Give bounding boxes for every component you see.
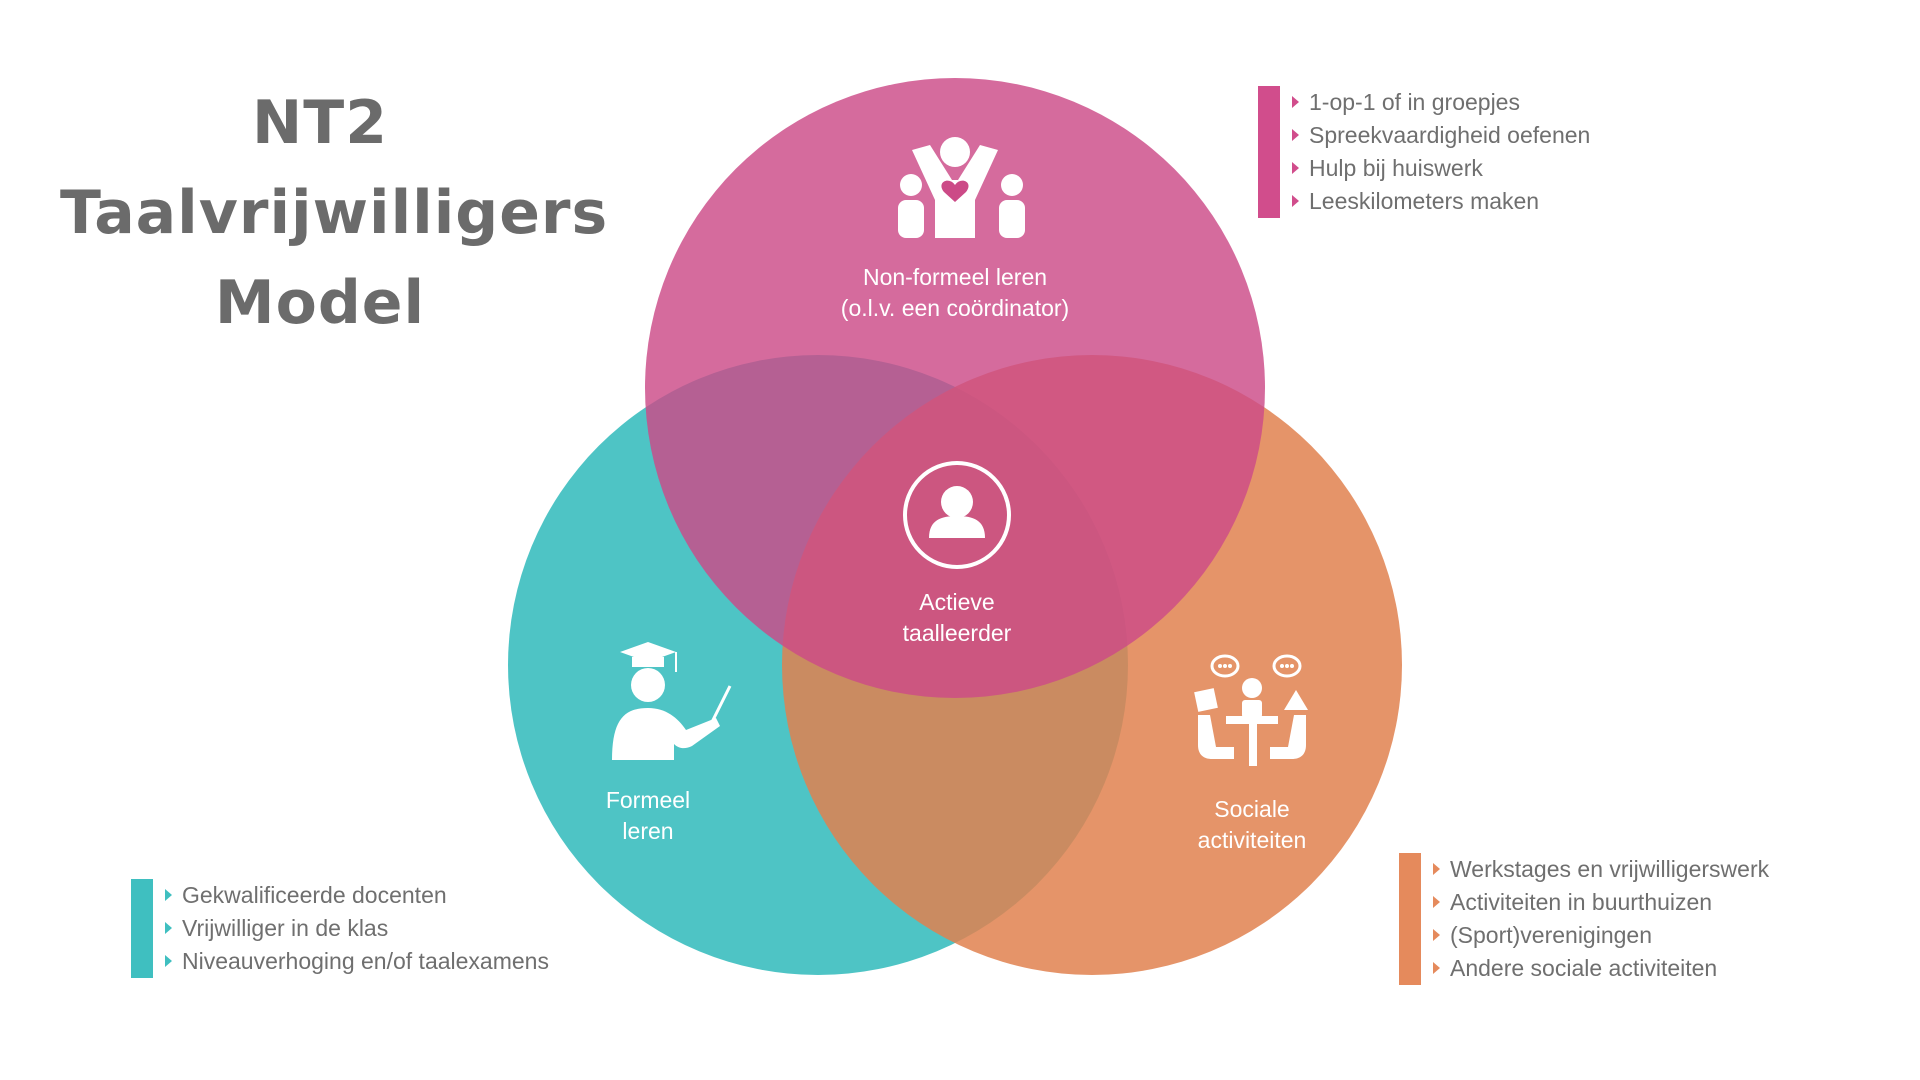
teacher-graduate-icon <box>612 642 732 760</box>
bullet-triangle-icon <box>1433 962 1440 974</box>
list-item: 1-op-1 of in groepjes <box>1292 86 1590 119</box>
list-sociaal: Werkstages en vrijwilligerswerk Activite… <box>1399 853 1769 985</box>
list-item: Werkstages en vrijwilligerswerk <box>1433 853 1769 886</box>
center-label-2: taalleerder <box>903 620 1012 646</box>
center-label-1: Actieve <box>919 589 994 615</box>
community-people-icon <box>898 137 1025 238</box>
left-circle-label-2: leren <box>622 818 673 844</box>
list-bar-pink <box>1258 86 1280 218</box>
left-circle-label-1: Formeel <box>606 787 690 813</box>
bullet-triangle-icon <box>1292 129 1299 141</box>
title-line-2: Taalvrijwilligers <box>60 178 609 248</box>
bullet-triangle-icon <box>165 922 172 934</box>
bullet-triangle-icon <box>1292 195 1299 207</box>
list-item: Niveauverhoging en/of taalexamens <box>165 945 549 978</box>
page-title: NT2 Taalvrijwilligers Model <box>60 78 609 348</box>
list-item: Leeskilometers maken <box>1292 185 1590 218</box>
bullet-triangle-icon <box>1292 96 1299 108</box>
bullet-triangle-icon <box>1433 929 1440 941</box>
right-circle-label-1: Sociale <box>1214 796 1289 822</box>
bullet-triangle-icon <box>1433 863 1440 875</box>
list-item: Hulp bij huiswerk <box>1292 152 1590 185</box>
list-item: Spreekvaardigheid oefenen <box>1292 119 1590 152</box>
person-avatar-icon <box>903 461 1011 569</box>
bullet-triangle-icon <box>165 889 172 901</box>
list-bar-orange <box>1399 853 1421 985</box>
list-item: Activiteiten in buurthuizen <box>1433 886 1769 919</box>
bullet-triangle-icon <box>1292 162 1299 174</box>
list-item: Vrijwilliger in de klas <box>165 912 549 945</box>
social-meeting-icon <box>1194 654 1308 766</box>
circle-non-formeel-leren <box>645 78 1265 698</box>
right-circle-label-2: activiteiten <box>1198 827 1307 853</box>
title-line-3: Model <box>214 268 426 338</box>
list-item: Andere sociale activiteiten <box>1433 952 1769 985</box>
list-item: Gekwalificeerde docenten <box>165 879 549 912</box>
bullet-triangle-icon <box>1433 896 1440 908</box>
title-line-1: NT2 <box>252 88 388 158</box>
list-item: (Sport)verenigingen <box>1433 919 1769 952</box>
list-non-formeel: 1-op-1 of in groepjes Spreekvaardigheid … <box>1258 86 1590 218</box>
top-circle-label-2: (o.l.v. een coördinator) <box>841 295 1069 321</box>
top-circle-label-1: Non-formeel leren <box>863 264 1047 290</box>
bullet-triangle-icon <box>165 955 172 967</box>
list-bar-teal <box>131 879 153 978</box>
list-formeel: Gekwalificeerde docenten Vrijwilliger in… <box>131 879 549 978</box>
